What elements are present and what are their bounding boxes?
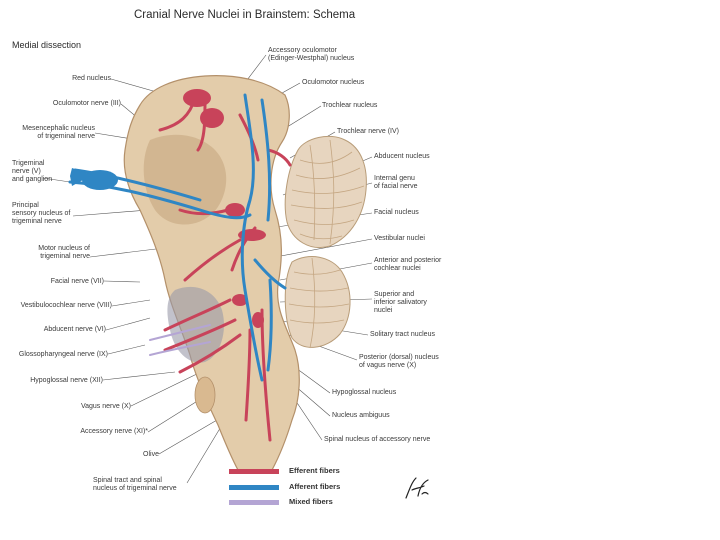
label-oculomotor-nerve: Oculomotor nerve (III) (53, 100, 121, 108)
legend-swatch-efferent (229, 469, 279, 474)
label-olive: Olive (143, 451, 159, 459)
label-spinal-nucleus-accessory: Spinal nucleus of accessory nerve (324, 436, 430, 444)
label-hypoglossal-nucleus: Hypoglossal nucleus (332, 389, 396, 397)
label-internal-genu-facial: Internal genu of facial nerve (374, 175, 418, 191)
label-dorsal-nucleus-vagus: Posterior (dorsal) nucleus of vagus nerv… (359, 354, 439, 370)
label-vestibulocochlear-nerve: Vestibulocochlear nerve (VIII) (21, 302, 112, 310)
artist-signature (402, 474, 432, 502)
label-edinger-westphal-nucleus: Accessory oculomotor (Edinger-Westphal) … (268, 47, 354, 63)
label-mesencephalic-nucleus: Mesencephalic nucleus of trigeminal nerv… (22, 125, 95, 141)
legend-swatch-afferent (229, 485, 279, 490)
label-abducent-nucleus: Abducent nucleus (374, 153, 430, 161)
label-solitary-tract-nucleus: Solitary tract nucleus (370, 331, 435, 339)
label-facial-nucleus: Facial nucleus (374, 209, 419, 217)
label-vagus-nerve: Vagus nerve (X) (81, 403, 131, 411)
label-abducent-nerve: Abducent nerve (VI) (44, 326, 106, 334)
label-oculomotor-nucleus: Oculomotor nucleus (302, 79, 364, 87)
legend-label-efferent: Efferent fibers (289, 466, 340, 475)
legend-swatch-mixed (229, 500, 279, 505)
label-salivatory-nuclei: Superior and inferior salivatory nuclei (374, 291, 427, 315)
label-accessory-nerve: Accessory nerve (XI)* (80, 428, 148, 436)
olive-shape (195, 377, 215, 413)
label-nucleus-ambiguus: Nucleus ambiguus (332, 412, 390, 420)
label-principal-sensory-nucleus: Principal sensory nucleus of trigeminal … (12, 202, 70, 226)
trigeminal-ganglion (70, 168, 118, 190)
label-trochlear-nucleus: Trochlear nucleus (322, 102, 377, 110)
label-trigeminal-nerve-ganglion: Trigeminal nerve (V) and ganglion (12, 160, 52, 184)
label-trochlear-nerve: Trochlear nerve (IV) (337, 128, 399, 136)
legend-label-afferent: Afferent fibers (289, 482, 340, 491)
label-vestibular-nuclei: Vestibular nuclei (374, 235, 425, 243)
label-hypoglossal-nerve: Hypoglossal nerve (XII) (30, 377, 103, 385)
cerebellum-lower (285, 257, 350, 348)
legend-label-mixed: Mixed fibers (289, 497, 333, 506)
label-red-nucleus: Red nucleus (72, 75, 111, 83)
label-glossopharyngeal-nerve: Glossopharyngeal nerve (IX) (19, 351, 108, 359)
cerebellum-upper (285, 136, 366, 247)
brainstem-body (124, 76, 299, 470)
label-motor-nucleus-trigeminal: Motor nucleus of trigeminal nerve (38, 245, 90, 261)
label-cochlear-nuclei: Anterior and posterior cochlear nuclei (374, 257, 441, 273)
label-facial-nerve: Facial nerve (VII) (51, 278, 104, 286)
label-spinal-tract-trigeminal: Spinal tract and spinal nucleus of trige… (93, 477, 177, 493)
